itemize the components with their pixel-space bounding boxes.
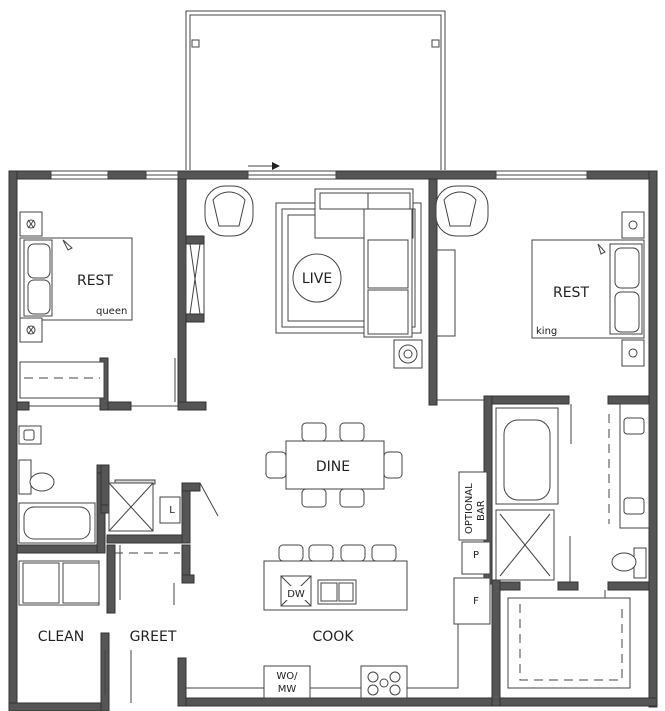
kitchen <box>186 471 491 699</box>
label-dine: DINE <box>316 459 350 475</box>
chair <box>265 451 287 479</box>
chair <box>301 422 327 442</box>
chair <box>339 488 365 508</box>
sink <box>623 417 645 435</box>
living-room <box>204 185 456 369</box>
media-wall <box>185 235 205 323</box>
label-linen: L <box>169 505 175 516</box>
pantry <box>461 541 491 575</box>
toilet <box>18 459 32 495</box>
label-pantry: P <box>473 550 479 561</box>
label-king: king <box>536 326 557 337</box>
stool <box>278 544 304 562</box>
coffee-table <box>292 253 342 303</box>
stool <box>371 544 397 562</box>
bedroom-right <box>435 185 645 367</box>
bedroom-left <box>19 211 133 399</box>
label-cook: COOK <box>313 629 355 645</box>
label-clean: CLEAN <box>38 629 84 645</box>
balcony <box>185 10 446 170</box>
label-rest-right: REST <box>553 285 589 301</box>
label-dishwasher: DW <box>287 589 305 600</box>
stool <box>340 544 366 562</box>
chair <box>301 488 327 508</box>
pillow <box>614 247 640 289</box>
lamp-icon <box>628 220 638 230</box>
stool <box>308 544 334 562</box>
pillow <box>27 243 51 279</box>
optional-bar <box>458 471 488 541</box>
label-mw: MW <box>278 684 297 695</box>
bathroom-right <box>495 403 650 689</box>
label-bar: BAR <box>476 500 487 521</box>
linen-closet <box>159 496 181 524</box>
wall-oven <box>263 665 311 699</box>
label-wo: WO/ <box>276 671 298 682</box>
chair <box>339 422 365 442</box>
fridge <box>453 577 491 625</box>
label-rest-left: REST <box>77 273 113 289</box>
pillow <box>614 291 640 333</box>
label-queen: queen <box>96 306 127 317</box>
label-live: LIVE <box>302 271 332 287</box>
cooktop <box>360 665 408 699</box>
walk-in-closet <box>507 597 631 689</box>
label-fridge: F <box>473 596 479 607</box>
chair <box>383 451 403 479</box>
lamp-icon <box>628 348 638 358</box>
label-optional: OPTIONAL <box>464 483 475 534</box>
room-labels: REST queen LIVE REST king DINE OPTIONAL … <box>38 270 590 695</box>
pillow <box>27 279 51 315</box>
closet <box>19 361 105 399</box>
bathroom-left <box>18 425 181 606</box>
sink <box>623 497 645 515</box>
label-greet: GREET <box>130 629 177 645</box>
windows <box>50 170 588 180</box>
